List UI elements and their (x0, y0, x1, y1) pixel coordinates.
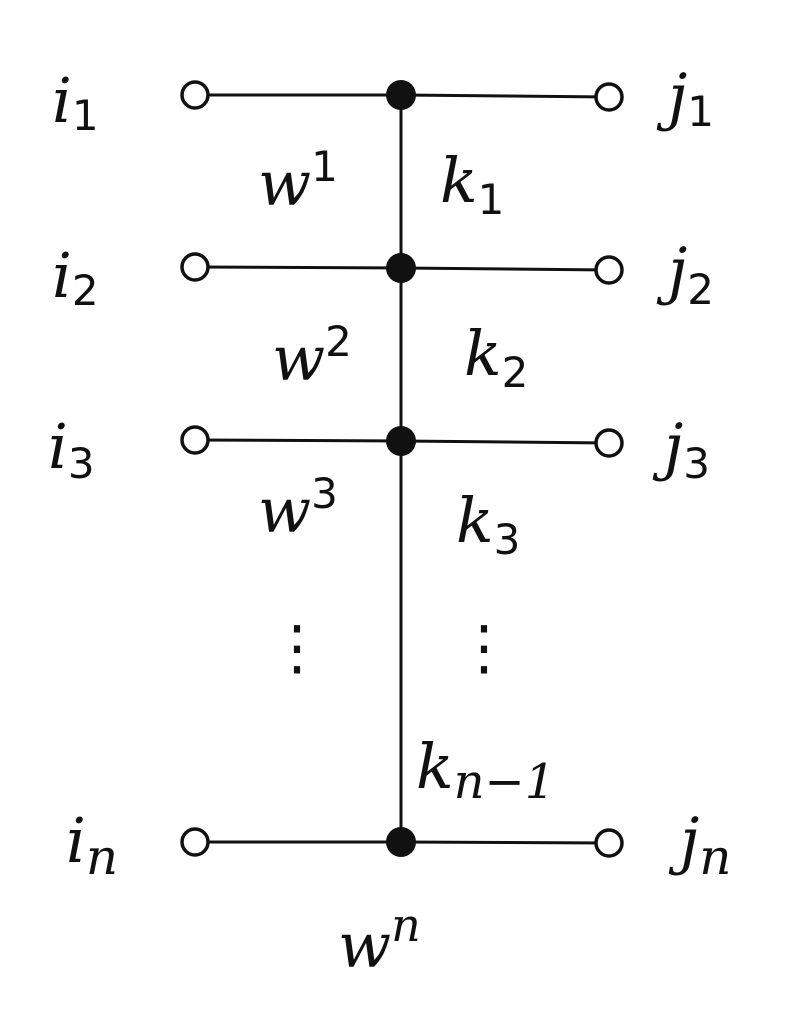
left-edge-2 (194, 265, 402, 270)
row-n (180, 827, 624, 858)
right-edge-2 (400, 266, 610, 272)
label-i-n: in (66, 804, 118, 886)
label-i-2: i2 (52, 239, 99, 315)
label-w-2: w2 (272, 317, 352, 395)
label-k-1: k1 (440, 144, 504, 224)
input-node-n (180, 827, 210, 857)
output-node-1 (594, 82, 624, 112)
row-3 (180, 425, 624, 458)
row-1 (180, 80, 624, 112)
label-i-3: i3 (48, 410, 95, 488)
right-edge-1 (400, 93, 610, 99)
label-j-n: jn (668, 804, 731, 886)
label-k-3: k3 (456, 484, 520, 564)
label-j-2: j2 (656, 234, 714, 314)
label-w-3: w3 (258, 469, 338, 547)
label-i-1: i1 (52, 64, 99, 140)
label-k-2: k2 (464, 317, 528, 397)
label-w-1: w1 (258, 142, 338, 220)
output-node-3 (594, 428, 624, 458)
output-node-n (594, 828, 624, 858)
left-edge-3 (194, 438, 402, 443)
junction-node-n (386, 827, 416, 857)
row-2 (180, 252, 624, 285)
label-k-n-minus-1: kn−1 (416, 730, 555, 810)
right-edge-3 (400, 439, 610, 445)
input-node-2 (180, 252, 210, 282)
ellipsis-w: ⋮ (267, 613, 327, 683)
label-j-1: j1 (656, 60, 714, 136)
label-j-3: j3 (652, 410, 710, 488)
junction-node-3 (386, 426, 416, 456)
ellipsis-k: ⋮ (454, 613, 514, 683)
right-edge-n (400, 840, 610, 845)
output-node-2 (594, 255, 624, 285)
label-w-n: wn (338, 898, 421, 982)
junction-node-1 (386, 80, 416, 110)
junction-node-2 (386, 253, 416, 283)
input-node-1 (180, 80, 210, 110)
input-node-3 (180, 425, 210, 455)
